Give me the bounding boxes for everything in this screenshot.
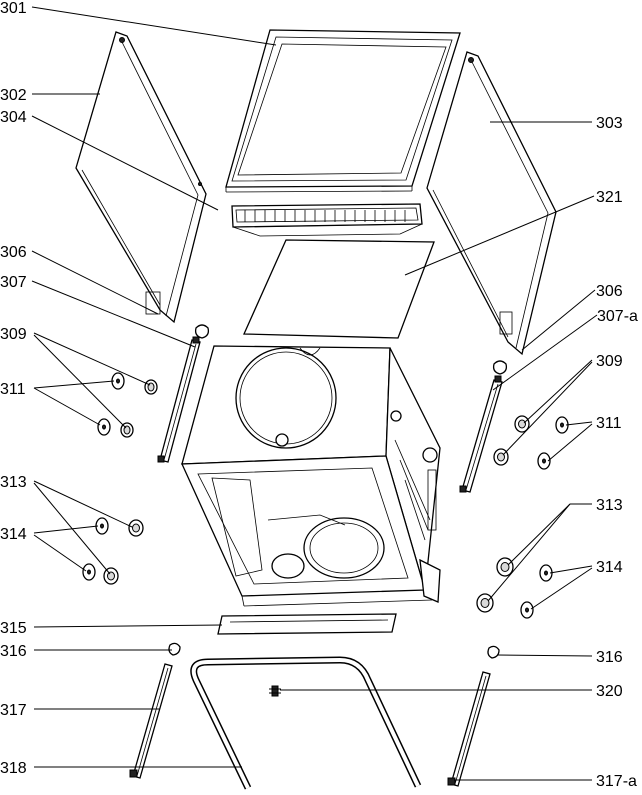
part-307-left-rail (157, 336, 201, 463)
label-317: 317 (0, 702, 27, 719)
label-304: 304 (0, 109, 27, 126)
label-309-right: 309 (596, 353, 623, 370)
part-303-right-side-panel (426, 51, 557, 356)
label-314-right: 314 (596, 559, 623, 576)
label-303: 303 (596, 115, 623, 132)
label-313-left: 313 (0, 474, 27, 491)
label-306-left: 306 (0, 244, 27, 261)
part-317-left-lower-rail (129, 663, 173, 779)
cabinet-body (181, 345, 441, 607)
part-311-left-pads (97, 372, 125, 436)
label-306-right: 306 (596, 283, 623, 300)
part-304-control-bar (231, 203, 423, 237)
label-320: 320 (596, 683, 623, 700)
label-301: 301 (0, 0, 27, 17)
part-311-right-pads (537, 416, 569, 470)
part-316-left-clip (168, 642, 181, 656)
part-318-door-seal (190, 656, 422, 790)
part-313-right-feet (476, 557, 514, 613)
leader-lines (31, 6, 598, 781)
label-317-a: 317-a (596, 773, 637, 790)
label-321: 321 (596, 189, 623, 206)
part-302-left-side-panel (75, 31, 207, 324)
part-321-sheet (243, 239, 435, 339)
label-311-right: 311 (596, 415, 622, 432)
part-306-left-bracket (194, 324, 210, 339)
label-318: 318 (0, 760, 27, 777)
part-320-small-clip (269, 685, 281, 697)
part-316-right-clip (487, 645, 500, 659)
part-301-top-cover (225, 29, 461, 193)
label-315: 315 (0, 620, 27, 637)
label-311-left: 311 (0, 381, 26, 398)
label-314-left: 314 (0, 526, 27, 543)
label-307-a: 307-a (597, 308, 638, 325)
label-309-left: 309 (0, 326, 27, 343)
label-316-left: 316 (0, 643, 27, 660)
label-307: 307 (0, 274, 27, 291)
label-313-right: 313 (596, 497, 623, 514)
label-316-right: 316 (596, 649, 623, 666)
part-315-kick-plate (217, 613, 397, 635)
part-309-left-feet (120, 379, 158, 438)
part-314-left-pads (82, 517, 109, 581)
part-314-right-pads (520, 564, 553, 619)
part-309-right-feet (493, 415, 530, 466)
part-313-left-feet (103, 519, 144, 585)
part-306-right-bracket (492, 360, 508, 375)
label-302: 302 (0, 87, 27, 104)
part-307a-right-rail (459, 375, 503, 493)
part-317a-right-lower-rail (447, 671, 491, 787)
